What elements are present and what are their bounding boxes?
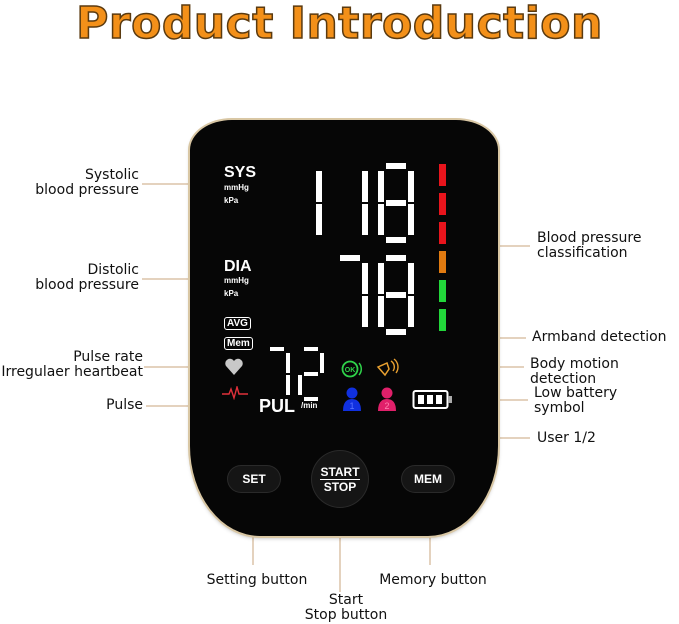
callout-armband: Armband detection [532,329,667,345]
classification-bar [439,193,446,215]
classification-bar [439,280,446,302]
start-stop-button[interactable]: START STOP [312,451,368,507]
digit-segment [286,353,290,373]
ok-text: OK [345,367,356,374]
armband-ok-icon: OK [341,360,363,378]
callout-motion: Body motion detection [530,356,619,387]
stop-label: STOP [323,479,357,494]
heart-icon [225,358,243,375]
systolic-reading [316,163,414,243]
dia-label: DIA [224,258,252,275]
user-1-icon: 1 [343,387,361,411]
sys-unit-kpa: kPa [224,196,239,205]
digit-segment [320,353,324,373]
sys-label: SYS [224,164,257,181]
dia-unit-mmhg: mmHg [224,276,249,285]
digit-segment [378,171,384,202]
digit-segment [362,171,368,202]
user-1-number: 1 [349,401,354,411]
digit-segment [362,263,368,294]
digit-segment [316,171,322,202]
start-label: START [320,464,360,480]
digit-segment [386,329,406,335]
digit-segment [316,204,322,235]
digit-segment [304,397,318,401]
user-2-number: 2 [384,401,389,411]
digit-segment [408,204,414,235]
callout-setting: Setting button [206,572,308,588]
digit-segment [408,171,414,202]
classification-bar [439,309,446,331]
set-button[interactable]: SET [228,466,280,492]
digit-segment [386,255,406,261]
body-motion-icon [376,358,399,377]
digit-segment [386,163,406,169]
digit-segment [304,347,318,351]
sys-unit-mmhg: mmHg [224,183,249,192]
classification-bar [439,222,446,244]
user-2-icon: 2 [378,387,396,411]
digit-segment [298,375,302,395]
digit-segment [362,204,368,235]
digit-segment [304,372,318,376]
classification-bar [439,164,446,186]
digit-segment [408,296,414,327]
digit-segment [362,296,368,327]
pul-label: PUL [259,396,295,416]
digit-segment [378,263,384,294]
mem-indicator: Mem [224,337,253,350]
digit-segment [386,292,406,298]
digit-segment [386,200,406,206]
digit-segment [408,263,414,294]
digit-segment [286,375,290,395]
digit-segment [340,255,360,261]
digit-segment [378,296,384,327]
callout-user: User 1/2 [537,430,596,446]
avg-indicator: AVG [224,317,251,330]
pulse-reading [270,347,324,401]
digit-segment [378,204,384,235]
digit-segment [386,237,406,243]
dia-unit-kpa: kPa [224,289,239,298]
classification-bar [439,251,446,273]
mem-button[interactable]: MEM [402,466,454,492]
diastolic-reading [340,255,414,335]
battery-icon [412,390,452,409]
page-title: Product Introduction [75,0,603,50]
callout-memory: Memory button [379,572,487,588]
per-min-label: /min [301,401,318,410]
digit-segment [270,347,284,351]
callout-pulse: Pulse [106,397,143,413]
heartbeat-icon [222,386,248,400]
